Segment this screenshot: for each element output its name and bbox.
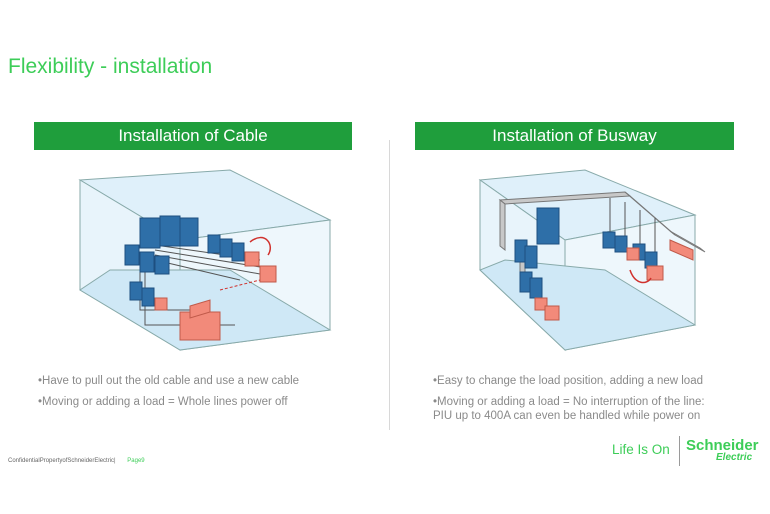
cable-installation-illustration — [78, 169, 332, 351]
schneider-logo-text: Schneider — [686, 437, 759, 454]
busway-installation-illustration — [478, 169, 706, 352]
brand-separator — [679, 436, 680, 466]
life-is-on-tagline: Life Is On — [612, 442, 670, 457]
column-divider — [389, 140, 390, 430]
slide-title: Flexibility - installation — [8, 55, 213, 78]
busway-bullet-2: •Moving or adding a load = No interrupti… — [433, 396, 705, 408]
busway-bullet-2-continued: PIU up to 400A can even be handled while… — [433, 410, 701, 422]
cable-bullets: •Have to pull out the old cable and use … — [38, 374, 299, 416]
cable-bullet-1: •Have to pull out the old cable and use … — [38, 375, 300, 387]
electric-logo-text: Electric — [716, 452, 753, 463]
page-number: Page9 — [127, 458, 145, 464]
footer: ConfidentialPropertyofSchneiderElectric|… — [8, 458, 145, 464]
cable-header: Installation of Cable — [34, 122, 352, 150]
cable-bullet-2: •Moving or adding a load = Whole lines p… — [38, 396, 288, 408]
confidential-notice: ConfidentialPropertyofSchneiderElectric| — [8, 458, 116, 464]
busway-header: Installation of Busway — [415, 122, 734, 150]
busway-bullet-1: •Easy to change the load position, addin… — [433, 375, 703, 387]
busway-bullets: •Easy to change the load position, addin… — [433, 374, 705, 423]
